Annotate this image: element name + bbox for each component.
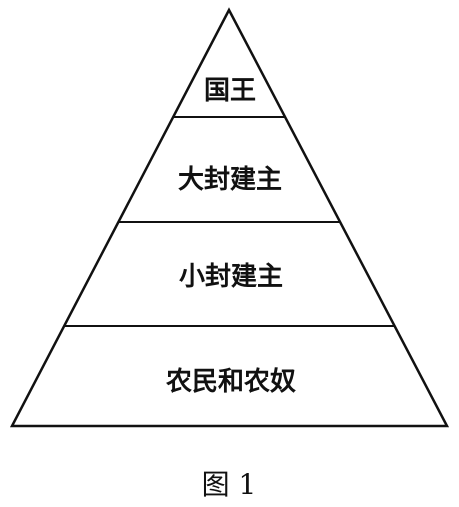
tier-label-great-lords: 大封建主 — [178, 165, 282, 195]
tier-label-peasants-serfs: 农民和农奴 — [165, 367, 296, 397]
pyramid-outline — [9, 7, 450, 428]
tier-label-king: 国王 — [204, 76, 256, 106]
tier-label-lesser-lords: 小封建主 — [179, 262, 283, 292]
figure-caption: 图 1 — [202, 468, 257, 501]
